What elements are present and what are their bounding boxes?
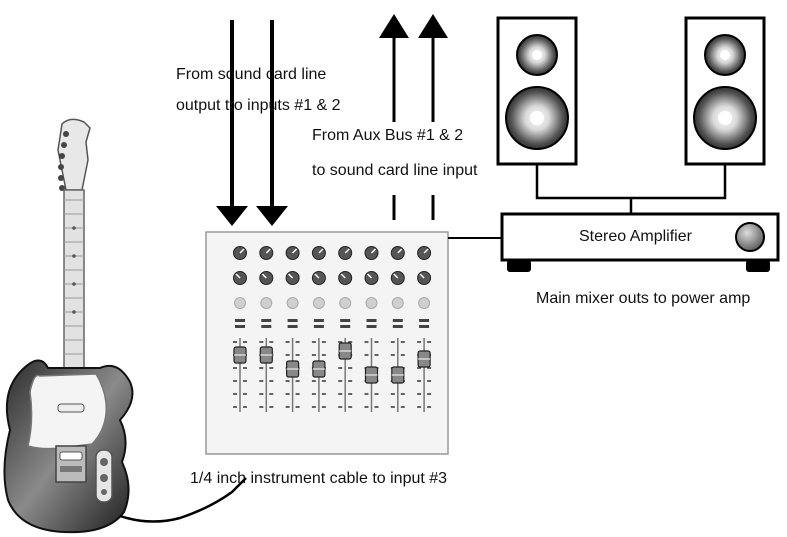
- speaker-wires: [535, 164, 727, 214]
- pan-knob-icon: [234, 297, 246, 309]
- pan-knob-icon: [312, 297, 325, 309]
- channel-strip: [233, 246, 247, 412]
- instrument-cable-label: 1/4 inch instrument cable to input #3: [190, 470, 448, 487]
- stereo-amplifier-label: Stereo Amplifier: [579, 228, 692, 245]
- aux-bus-label-line1: From Aux Bus #1 & 2: [312, 127, 464, 144]
- instrument-cable: [119, 477, 247, 523]
- channel-strip: [311, 246, 326, 412]
- channel-strip: [364, 246, 379, 412]
- main-outs-label: Main mixer outs to power amp: [536, 290, 751, 307]
- channel-strip: [259, 246, 274, 412]
- aux-arrows: [379, 14, 448, 220]
- speaker-icon: [496, 16, 578, 166]
- mixer-console-icon: [205, 231, 449, 455]
- sound-card-label-line1: From sound card line: [176, 66, 327, 83]
- speaker-icon: [684, 16, 766, 166]
- electric-guitar-icon: [3, 118, 134, 534]
- pan-knob-icon: [339, 297, 352, 309]
- sound-card-label-line2: output tto inputs #1 & 2: [176, 97, 341, 114]
- channel-strip: [338, 246, 353, 412]
- pan-knob-icon: [286, 297, 299, 309]
- pan-knob-icon: [365, 297, 378, 309]
- channel-strip: [390, 246, 405, 412]
- volume-knob-icon: [735, 222, 765, 252]
- pan-knob-icon: [418, 297, 431, 309]
- amplifier-icon: [500, 212, 780, 272]
- channel-strip: [285, 246, 300, 412]
- pan-knob-icon: [260, 297, 273, 309]
- channel-strip: [417, 246, 432, 412]
- aux-bus-label-line2: to sound card line input: [312, 162, 478, 179]
- pan-knob-icon: [391, 297, 404, 309]
- input-arrows: [216, 20, 288, 226]
